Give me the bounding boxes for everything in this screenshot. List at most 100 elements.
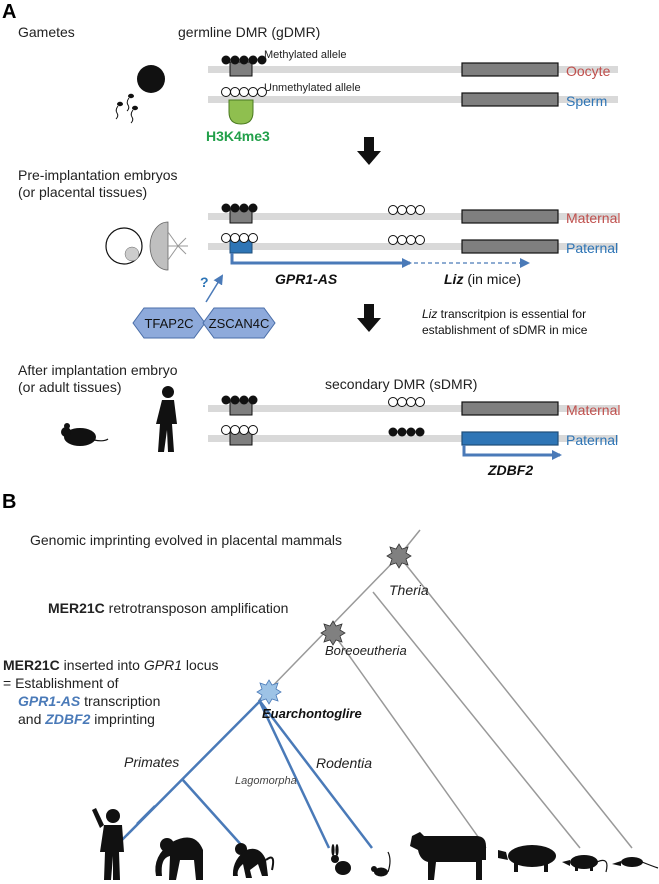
h3k4me3-mark [228,99,254,125]
pre-maternal-label: Maternal [566,210,620,226]
post-maternal-methylated-cpgs [221,395,258,405]
unmethylated-allele-label: Unmethylated allele [264,82,361,94]
pre-maternal-methylated-cpgs [221,203,258,213]
h3k4me3-label: H3K4me3 [206,128,270,144]
mouse-silhouette [371,851,391,877]
liz-note-rest: transcritpion is essential for [437,307,586,321]
liz-transcription-note-line-2: establishment of sDMR in mice [422,323,588,337]
zdbf2-label: ZDBF2 [487,462,533,478]
mer21c-amplification-text: MER21C retrotransposon amplification [48,600,288,616]
mer21c-amplification-rest: retrotransposon amplification [105,600,289,616]
sperm-unmethylated-cpgs [221,87,267,97]
opossum-silhouette [562,855,608,873]
stage-arrow-1 [357,137,381,165]
post-paternal-gene-box [461,431,559,446]
locus-text: locus [182,657,219,673]
tf-binding-arrow [205,274,224,303]
oocyte-chromosome-line [208,66,618,73]
imprinting-text: imprinting [90,711,155,727]
zdbf2-bold-blue: ZDBF2 [44,711,90,727]
placenta-icon [149,221,188,271]
post-maternal-chromosome-line [208,405,618,412]
post-paternal-sdmr-methylated-cpgs [388,427,425,437]
chimpanzee-silhouette [155,837,203,880]
tfap2c-label: TFAP2C [144,316,193,331]
liz-label: Liz (in mice) [444,271,521,287]
zdbf2-transcript-arrow [462,445,562,460]
pre-paternal-chromosome-line [208,243,618,250]
cow-silhouette [410,832,486,880]
pre-paternal-gene-box [461,239,559,254]
gdmr-title: germline DMR (gDMR) [178,24,320,40]
pre-paternal-unmethylated-cpgs [221,233,258,243]
post-maternal-label: Maternal [566,402,620,418]
pre-paternal-label: Paternal [566,240,618,256]
gpr1-italic: GPR1 [144,657,182,673]
embryo-icon [105,227,143,265]
and-text: and [18,711,45,727]
inserted-into-text: inserted into [60,657,144,673]
stage-label-postimplantation-2: (or adult tissues) [18,379,121,395]
tfap2c-hexagon [132,307,206,339]
sdmr-title: secondary DMR (sDMR) [325,376,477,392]
shrew-silhouette [612,857,659,869]
pig-silhouette [498,845,556,872]
panel-a-label: A [2,1,16,23]
gpr1as-transcript-arrow [230,253,412,268]
phylogeny-gray-branches [258,529,633,849]
mer21c-insertion-line-2: = Establishment of [3,675,119,691]
clade-primates: Primates [124,754,179,770]
gpr1as-bold-blue: GPR1-AS [18,693,81,709]
pre-maternal-chromosome-line [208,213,618,220]
gpr1as-label: GPR1-AS [275,271,338,287]
stage-label-preimplantation-2: (or placental tissues) [18,184,147,200]
clade-boreoeutheria: Boreoeutheria [325,643,407,658]
mouse-icon [61,423,109,446]
boreoeutheria-event-star [320,620,346,646]
panel-b-label: B [2,491,16,513]
rabbit-silhouette [331,844,351,875]
sperm-icon [115,65,165,124]
post-maternal-sdmr-cpgs [388,397,425,407]
zscan4c-hexagon [202,307,276,339]
oocyte-gene-box [461,62,559,77]
transcription-text: transcription [80,693,160,709]
oocyte-label: Oocyte [566,63,611,79]
theria-event-star [386,543,412,569]
liz-label-name: Liz [444,271,463,287]
post-paternal-chromosome-line [208,435,618,442]
clade-rodentia: Rodentia [316,755,372,771]
clade-lagomorpha: Lagomorpha [235,775,297,787]
phylogeny-blue-branches [113,691,373,849]
mer21c-bold-1: MER21C [48,600,105,616]
pre-maternal-gene-box [461,209,559,224]
euarchontoglire-event-star [256,679,282,705]
mer21c-bold-2: MER21C [3,657,60,673]
zscan4c-label: ZSCAN4C [209,316,270,331]
stage-label-preimplantation-1: Pre-implantation embryos [18,167,178,183]
liz-label-note-text: (in mice) [467,271,521,287]
post-maternal-gene-box [461,401,559,416]
sperm-label: Sperm [566,93,607,109]
post-paternal-cpgs [221,425,258,435]
liz-note-italic: Liz [422,307,437,321]
liz-transcription-note-line-1: Liz transcritpion is essential for [422,307,586,321]
mer21c-insertion-line-4: and ZDBF2 imprinting [18,711,155,727]
post-paternal-label: Paternal [566,432,618,448]
oocyte-methylated-cpgs [221,55,267,65]
methylated-allele-label: Methylated allele [264,49,347,61]
question-mark: ? [200,274,209,290]
human-walking-icon [156,386,177,452]
pre-paternal-sdmr-cpgs [388,235,425,245]
clade-euarchontoglire: Euarchontoglire [262,706,362,721]
imprinting-headline: Genomic imprinting evolved in placental … [30,532,342,548]
monkey-silhouette [232,843,275,878]
pre-maternal-sdmr-cpgs [388,205,425,215]
stage-label-gametes: Gametes [18,24,75,40]
human-silhouette [92,808,124,880]
stage-label-postimplantation-1: After implantation embryo [18,362,178,378]
sperm-gene-box [461,92,559,107]
mer21c-insertion-line-3: GPR1-AS transcription [18,693,160,709]
stage-arrow-2 [357,304,381,332]
